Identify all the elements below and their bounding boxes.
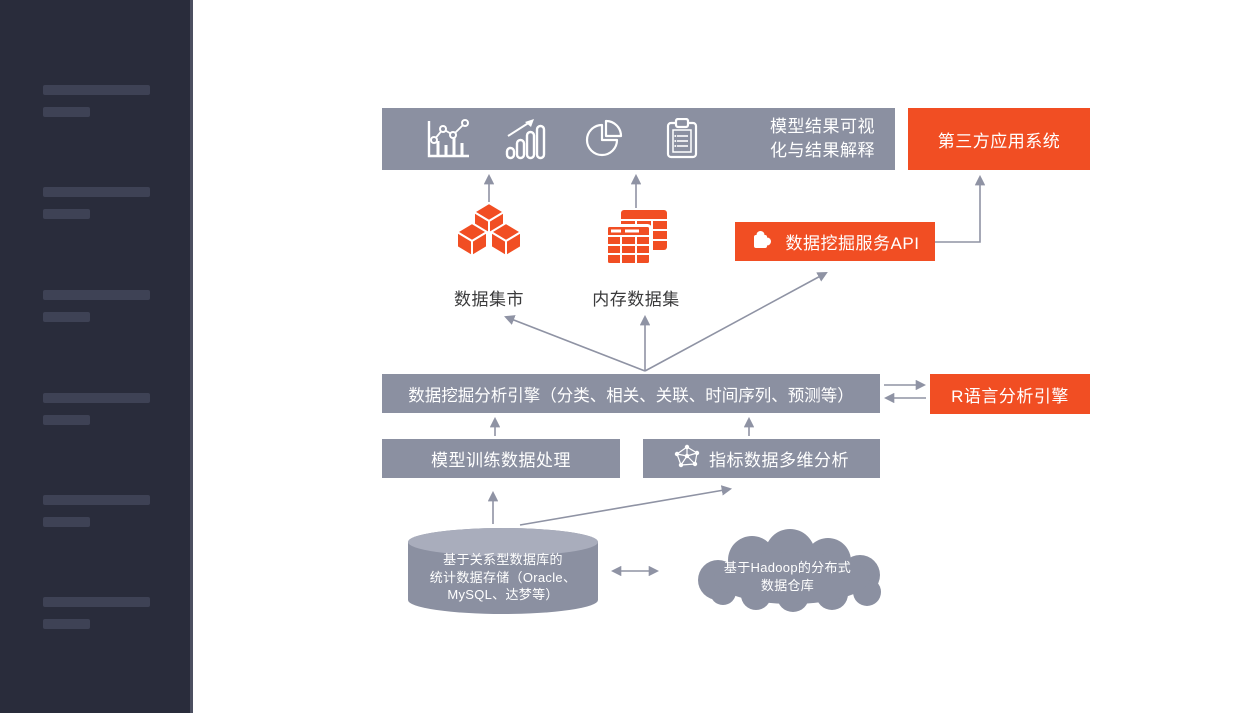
- skeleton-bar-long: [43, 85, 150, 95]
- skeleton-bar-short: [43, 107, 90, 117]
- node-hadoop-warehouse: 基于Hadoop的分布式 数据仓库: [680, 527, 895, 618]
- skeleton-bar-short: [43, 312, 90, 322]
- pie-chart-icon: [580, 119, 628, 159]
- skeleton-bar-short: [43, 517, 90, 527]
- skeleton-bar-long: [43, 495, 150, 505]
- skeleton-bar-short: [43, 415, 90, 425]
- tables-icon: [605, 210, 667, 271]
- node-label: R语言分析引擎: [951, 386, 1069, 406]
- node-mining-engine: 数据挖掘分析引擎（分类、相关、关联、时间序列、预测等）: [382, 374, 880, 413]
- node-label: 指标数据多维分析: [709, 451, 849, 470]
- node-third-party-system: 第三方应用系统: [908, 108, 1090, 170]
- node-r-engine: R语言分析引擎: [930, 374, 1090, 414]
- node-model-visualization: 模型结果可视 化与结果解释: [382, 108, 895, 170]
- sidebar-skeleton-item: [43, 85, 150, 117]
- node-label: 模型结果可视 化与结果解释: [770, 117, 875, 160]
- cloud-icon: [696, 527, 883, 614]
- network-cube-icon: [674, 444, 700, 473]
- database-cylinder-icon: [408, 528, 598, 614]
- node-label: 基于关系型数据库的 统计数据存储（Oracle、 MySQL、达梦等）: [429, 552, 577, 602]
- sidebar-skeleton-item: [43, 597, 150, 629]
- skeleton-bar-long: [43, 597, 150, 607]
- skeleton-bar-long: [43, 290, 150, 300]
- node-label: 数据挖掘分析引擎（分类、相关、关联、时间序列、预测等）: [408, 386, 854, 405]
- node-multidim-analysis: 指标数据多维分析: [643, 439, 880, 478]
- skeleton-bar-long: [43, 187, 150, 197]
- sidebar: [0, 0, 193, 713]
- bar-chart-icon: [502, 118, 550, 160]
- node-label: 第三方应用系统: [937, 131, 1061, 151]
- node-memory-dataset-label: 内存数据集: [592, 290, 680, 309]
- report-clipboard-icon: [658, 118, 706, 160]
- node-data-mart-label: 数据集市: [454, 290, 524, 309]
- skeleton-bar-short: [43, 619, 90, 629]
- node-model-training: 模型训练数据处理: [382, 439, 620, 478]
- node-mining-service-api: 数据挖掘服务API: [735, 222, 935, 261]
- line-chart-icon: [424, 118, 472, 160]
- sidebar-skeleton-item: [43, 495, 150, 527]
- skeleton-bar-long: [43, 393, 150, 403]
- diagram-canvas: 模型结果可视 化与结果解释 第三方应用系统: [193, 0, 1247, 713]
- node-label: 模型训练数据处理: [431, 451, 571, 470]
- cubes-icon: [456, 201, 522, 264]
- sidebar-skeleton-item: [43, 187, 150, 219]
- sidebar-skeleton-item: [43, 290, 150, 322]
- node-label: 基于Hadoop的分布式 数据仓库: [723, 560, 852, 593]
- node-label: 数据挖掘服务API: [785, 234, 920, 253]
- skeleton-bar-short: [43, 209, 90, 219]
- puzzle-icon: [751, 227, 777, 256]
- node-rdbms-storage: 基于关系型数据库的 统计数据存储（Oracle、 MySQL、达梦等）: [408, 528, 598, 614]
- sidebar-skeleton-item: [43, 393, 150, 425]
